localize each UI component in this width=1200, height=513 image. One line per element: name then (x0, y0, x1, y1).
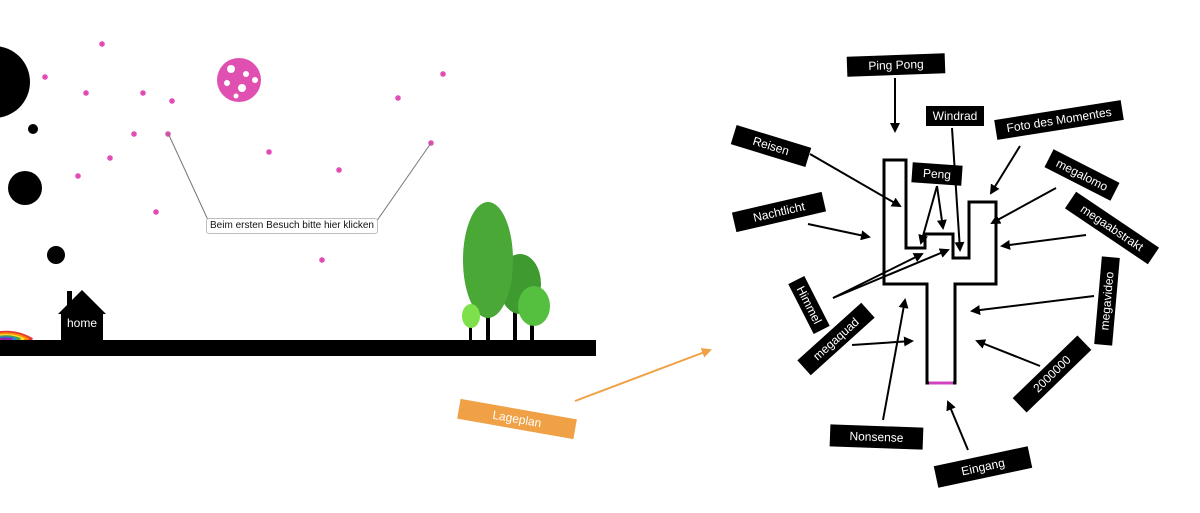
star-icon (83, 90, 89, 96)
black-circle-large (0, 46, 30, 118)
trees[interactable] (462, 202, 550, 342)
star-icon (266, 149, 272, 155)
stars (42, 41, 446, 263)
black-circle-medium (8, 171, 42, 205)
lageplan-arrow (574, 348, 712, 402)
black-circle-tiny (28, 124, 38, 134)
star-icon (169, 98, 175, 104)
star-icon (75, 173, 81, 179)
star-icon (42, 74, 48, 80)
star-icon (319, 257, 325, 263)
star-icon (131, 131, 137, 137)
hint-line-right (375, 142, 432, 223)
star-icon (107, 155, 113, 161)
pink-planet-icon[interactable] (217, 58, 261, 102)
hint-line-left (167, 132, 209, 221)
map-arrows (807, 78, 1095, 451)
home-label[interactable]: home (66, 316, 98, 330)
floor-plan[interactable] (882, 158, 998, 385)
ground-bar (0, 340, 596, 356)
star-icon (395, 95, 401, 101)
star-icon (99, 41, 105, 47)
star-icon (336, 167, 342, 173)
black-circle-small (47, 246, 65, 264)
map-label-nonsense[interactable]: Nonsense (829, 424, 924, 450)
star-icon (153, 209, 159, 215)
map-label-peng[interactable]: Peng (911, 162, 963, 186)
home-house-icon[interactable] (58, 290, 106, 342)
star-icon (440, 71, 446, 77)
map-label-windrad[interactable]: Windrad (926, 106, 984, 126)
star-icon (140, 90, 146, 96)
map-label-ping-pong[interactable]: Ping Pong (846, 53, 946, 77)
first-visit-hint-button[interactable]: Beim ersten Besuch bitte hier klicken (206, 218, 378, 234)
rainbow[interactable] (0, 330, 34, 342)
